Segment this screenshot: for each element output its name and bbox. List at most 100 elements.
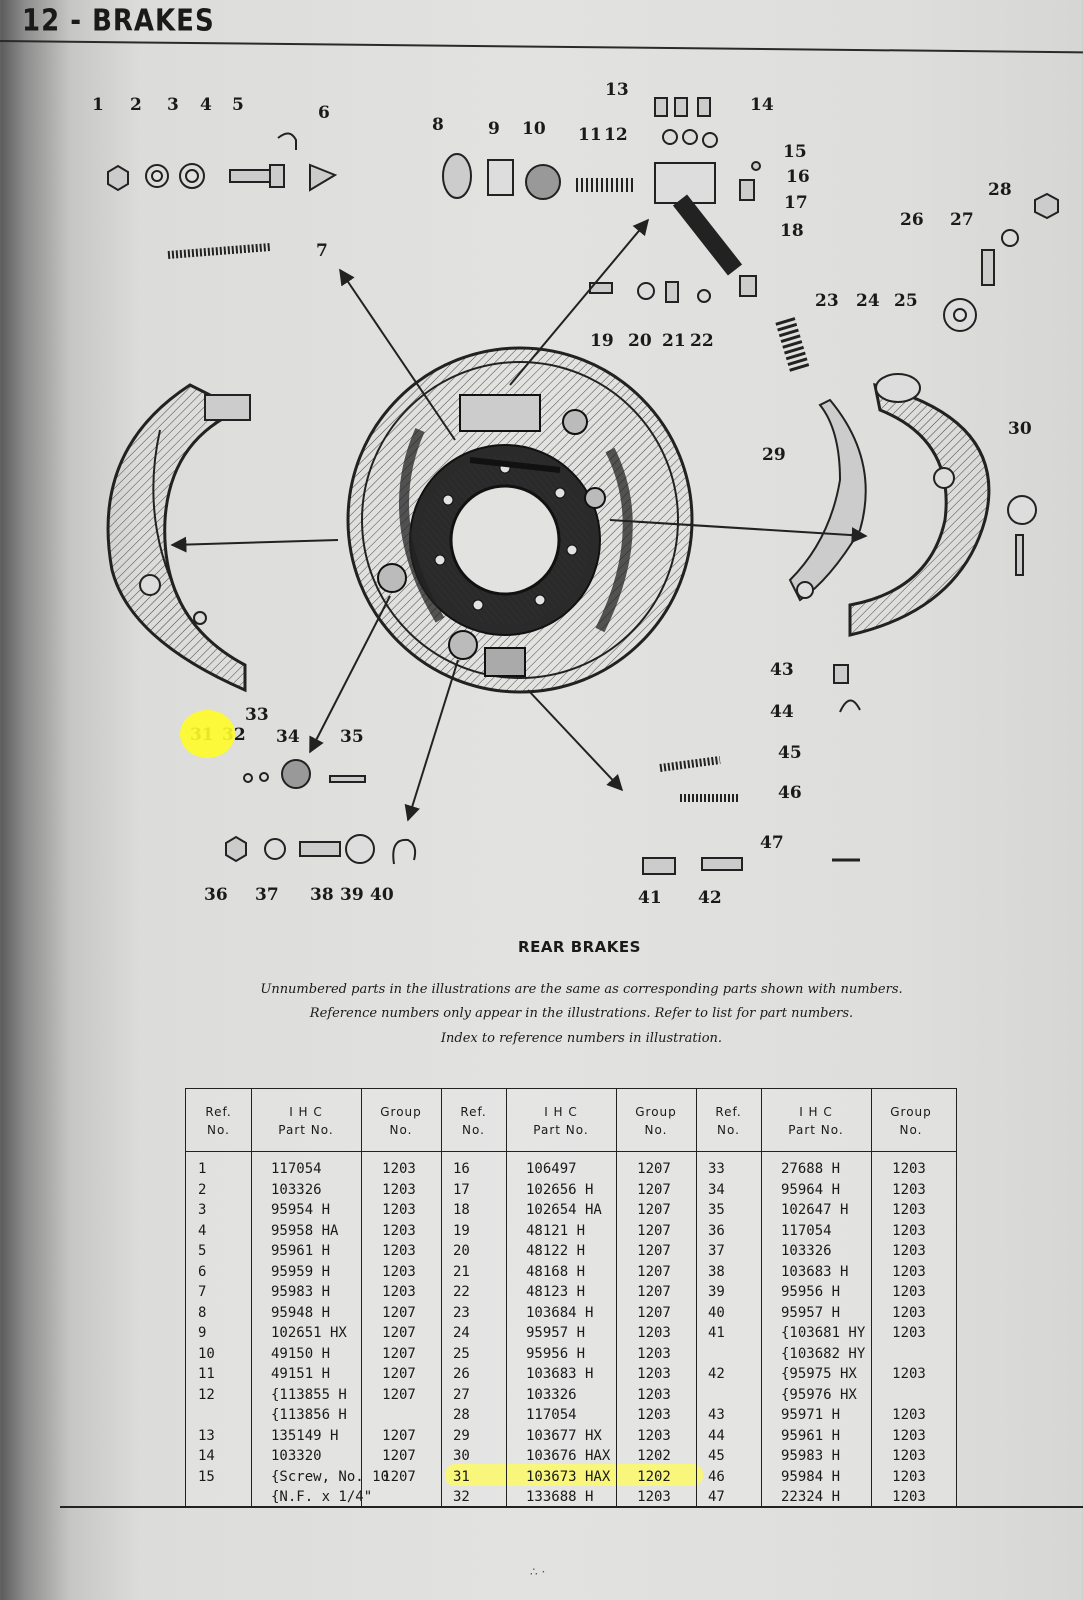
table-cell-ref: 18 bbox=[453, 1202, 470, 1218]
note-reference: Reference numbers only appear in the ill… bbox=[309, 1006, 854, 1021]
table-cell-group: 1203 bbox=[892, 1181, 926, 1198]
backing-plate bbox=[346, 346, 694, 694]
callout-34: 34 bbox=[276, 727, 300, 747]
table-header-ref: Ref. No. bbox=[460, 1105, 487, 1137]
right-brake-shoe bbox=[848, 373, 991, 637]
table-cell-group: 1203 bbox=[382, 1243, 416, 1259]
table-cell-part: 95948 H bbox=[271, 1304, 331, 1321]
table-cell-group: 1207 bbox=[382, 1325, 416, 1341]
table-cell-ref: 6 bbox=[198, 1263, 207, 1280]
table-header-group: Group No. bbox=[635, 1105, 677, 1137]
table-cell-ref: 2 bbox=[198, 1181, 207, 1198]
table-column-divider bbox=[251, 1089, 253, 1507]
table-cell-ref: 43 bbox=[708, 1407, 725, 1423]
table-cell-group: 1207 bbox=[637, 1263, 671, 1280]
table-cell-group: 1203 bbox=[892, 1407, 926, 1423]
table-cell-ref: 33 bbox=[708, 1161, 725, 1177]
callout-7: 7 bbox=[316, 241, 328, 261]
table-header-part: I H C Part No. bbox=[788, 1105, 844, 1137]
table-cell-group: 1203 bbox=[637, 1366, 671, 1382]
table-cell-part: 95958 HA bbox=[271, 1222, 339, 1239]
table-cell-group: 1203 bbox=[892, 1202, 926, 1218]
table-cell-ref: 14 bbox=[198, 1448, 215, 1464]
table-cell-part: {N.F. x 1/4" bbox=[271, 1489, 373, 1505]
adjuster-lever bbox=[788, 398, 867, 602]
table-column-divider bbox=[361, 1089, 363, 1507]
callout-39: 39 bbox=[340, 885, 364, 905]
table-cell-group: 1203 bbox=[382, 1222, 416, 1239]
table-cell-group: 1203 bbox=[637, 1345, 671, 1362]
table-cell-ref: 29 bbox=[453, 1427, 470, 1444]
table-cell-ref: 44 bbox=[708, 1427, 725, 1444]
table-cell-part: 95956 H bbox=[526, 1345, 586, 1362]
table-cell-group: 1207 bbox=[382, 1386, 416, 1403]
table-cell-group: 1207 bbox=[382, 1345, 416, 1362]
note-index: Index to reference numbers in illustrati… bbox=[440, 1031, 723, 1046]
table-cell-ref: 4 bbox=[198, 1222, 207, 1239]
table-cell-group: 1203 bbox=[892, 1284, 926, 1300]
callout-38: 38 bbox=[310, 885, 334, 905]
callout-15: 15 bbox=[783, 142, 807, 162]
table-cell-ref: 28 bbox=[453, 1407, 470, 1423]
callout-10: 10 bbox=[522, 119, 546, 139]
callout-3: 3 bbox=[167, 95, 179, 115]
callout-16: 16 bbox=[786, 167, 810, 187]
table-cell-part: 117054 bbox=[781, 1222, 832, 1239]
table-cell-group: 1207 bbox=[382, 1366, 416, 1382]
table-cell-group: 1203 bbox=[892, 1263, 926, 1280]
callout-40: 40 bbox=[370, 885, 394, 905]
table-cell-part: 95983 H bbox=[781, 1448, 841, 1464]
callout-5: 5 bbox=[232, 95, 244, 115]
table-cell-part: 95984 H bbox=[781, 1468, 841, 1485]
table-cell-group: 1207 bbox=[637, 1161, 671, 1177]
header-rule bbox=[0, 40, 1083, 54]
page-mark: ∴ · bbox=[530, 1565, 546, 1579]
table-cell-ref: 37 bbox=[708, 1243, 725, 1259]
table-cell-part: 48168 H bbox=[526, 1263, 586, 1280]
callout-45: 45 bbox=[778, 743, 802, 763]
table-cell-part: {103681 HY bbox=[781, 1325, 866, 1341]
table-column-divider bbox=[616, 1089, 618, 1507]
table-column-divider bbox=[871, 1089, 873, 1507]
table-cell-group: 1207 bbox=[382, 1304, 416, 1321]
table-cell-group: 1203 bbox=[892, 1161, 926, 1177]
table-cell-ref: 32 bbox=[453, 1489, 470, 1505]
table-cell-group: 1203 bbox=[892, 1243, 926, 1259]
table-cell-group: 1203 bbox=[637, 1325, 671, 1341]
table-cell-ref: 38 bbox=[708, 1263, 725, 1280]
table-cell-group: 1203 bbox=[382, 1202, 416, 1218]
callout-35: 35 bbox=[340, 727, 364, 747]
table-cell-part: 95964 H bbox=[781, 1181, 841, 1198]
highlight-row-31 bbox=[445, 1464, 703, 1486]
table-cell-part: 103673 HAX bbox=[526, 1468, 611, 1485]
callout-23: 23 bbox=[815, 291, 839, 311]
table-header-group: Group No. bbox=[890, 1105, 932, 1137]
table-cell-part: 103684 H bbox=[526, 1304, 594, 1321]
callout-8: 8 bbox=[432, 115, 444, 135]
callout-37: 37 bbox=[255, 885, 279, 905]
table-cell-group: 1207 bbox=[637, 1202, 671, 1218]
table-cell-ref: 1 bbox=[198, 1161, 207, 1177]
table-cell-ref: 19 bbox=[453, 1222, 470, 1239]
callout-2: 2 bbox=[130, 95, 142, 115]
table-cell-ref: 17 bbox=[453, 1181, 470, 1198]
table-cell-part: 27688 H bbox=[781, 1161, 841, 1177]
table-header-part: I H C Part No. bbox=[533, 1105, 589, 1137]
table-cell-ref: 16 bbox=[453, 1161, 470, 1177]
table-cell-ref: 3 bbox=[198, 1202, 207, 1218]
callout-13: 13 bbox=[605, 80, 629, 100]
table-cell-ref: 34 bbox=[708, 1181, 725, 1198]
callout-46: 46 bbox=[778, 783, 802, 803]
table-cell-part: 106497 bbox=[526, 1161, 577, 1177]
table-cell-group: 1203 bbox=[892, 1468, 926, 1485]
table-cell-ref: 26 bbox=[453, 1366, 470, 1382]
table-header-ref: Ref. No. bbox=[715, 1105, 742, 1137]
table-cell-part: 117054 bbox=[271, 1161, 322, 1177]
small-parts bbox=[107, 97, 1059, 875]
table-cell-ref: 25 bbox=[453, 1345, 470, 1362]
table-cell-group: 1203 bbox=[892, 1325, 926, 1341]
table-cell-group: 1203 bbox=[382, 1263, 416, 1280]
table-cell-part: 102647 H bbox=[781, 1202, 849, 1218]
table-cell-ref: 12 bbox=[198, 1386, 215, 1403]
table-cell-part: 103326 bbox=[526, 1386, 577, 1403]
